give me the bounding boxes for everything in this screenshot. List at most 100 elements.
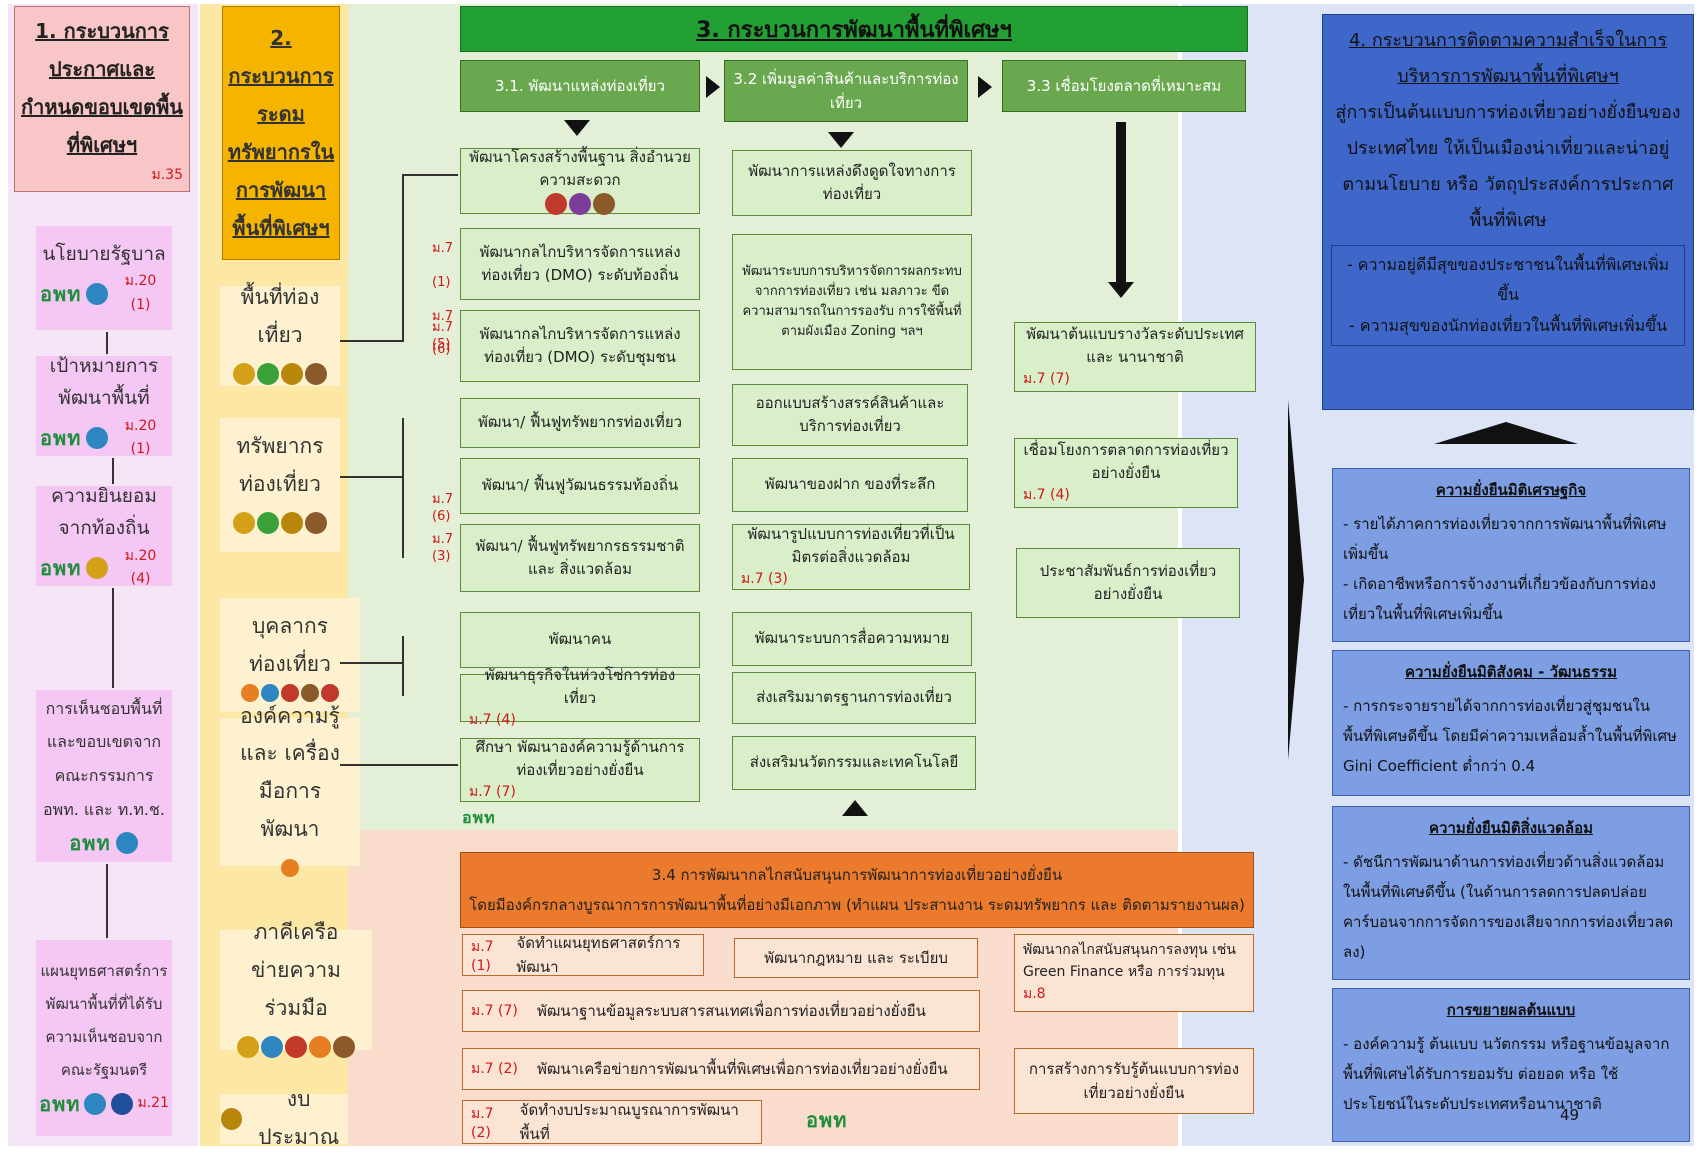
col4-outcome-2: - ความสุขของนักท่องเที่ยวในพื้นที่พิเศษเ…: [1348, 315, 1668, 335]
dev-item-restore-resource-label: พัฒนา/ ฟื้นฟูทรัพยากรท่องเที่ยว: [477, 413, 683, 432]
col1-item-strategy-label: แผนยุทธศาสตร์การพัฒนาพื้นที่ที่ได้รับควา…: [40, 962, 168, 1079]
dim-social: ความยั่งยืนมิติสังคม - วัฒนธรรม - การกระ…: [1332, 650, 1690, 796]
logo-icon: [285, 1035, 307, 1058]
connector: [402, 174, 458, 176]
arrow-right-icon: [978, 76, 992, 98]
logo-icon: [233, 511, 255, 534]
market-item-link-label: เชื่อมโยงการตลาดการท่องเที่ยวอย่างยั่งยื…: [1023, 440, 1229, 483]
connector: [340, 764, 458, 766]
support-item-investment-law: ม.8: [1023, 986, 1046, 1002]
dev-item-dmo-community: พัฒนากลไกบริหารจัดการแหล่งท่องเที่ยว (DM…: [460, 310, 700, 382]
logo-icon: [261, 683, 279, 702]
col2-title: 2. กระบวนการระดมทรัพยากรในการพัฒนาพื้นที…: [227, 26, 335, 240]
col1-item-goal-law: ม.20 (1): [124, 417, 157, 458]
own-logo: อพท: [40, 282, 82, 307]
col3-title-bar: 3. กระบวนการพัฒนาพื้นที่พิเศษฯ: [460, 6, 1248, 52]
dev-item-nature: พัฒนา/ ฟื้นฟูทรัพยากรธรรมชาติ และ สิ่งแว…: [460, 524, 700, 592]
support-item-awareness-label: การสร้างการรับรู้ต้นแบบการท่องเที่ยวอย่า…: [1028, 1060, 1240, 1102]
support-item-network-law: ม.7 (2): [471, 1061, 518, 1077]
own-logo: อพท: [806, 1108, 848, 1132]
support-item-budget-law: ม.7 (2): [471, 1106, 494, 1141]
col2-item-budget: งบประมาณ: [220, 1087, 348, 1149]
dev-item-dmo-local: พัฒนากลไกบริหารจัดการแหล่งท่องเที่ยว (DM…: [460, 228, 700, 300]
cabinet-seal-icon: [111, 1093, 134, 1115]
col2-item-area-label: พื้นที่ท่องเที่ยว: [240, 285, 320, 348]
own-logo: อพท: [40, 426, 82, 451]
support-item-database: ม.7 (7) พัฒนาฐานข้อมูลระบบสารสนเทศเพื่อก…: [462, 990, 980, 1032]
dim-environment: ความยั่งยืนมิติสิ่งแวดล้อม - ดัชนีการพัฒ…: [1332, 806, 1690, 980]
dev-item-infrastructure: พัฒนาโครงสร้างพื้นฐาน สิ่งอำนวยความสะดวก: [460, 148, 700, 216]
market-item-award-label: พัฒนาต้นแบบรางวัลระดับประเทศ และ นานาชาต…: [1026, 324, 1244, 367]
support-item-database-law: ม.7 (7): [471, 1003, 518, 1019]
value-item-interpretation-label: พัฒนาระบบการสื่อความหมาย: [754, 629, 950, 648]
logo-icon: [281, 362, 303, 385]
col3-title: 3. กระบวนการพัฒนาพื้นที่พิเศษฯ: [696, 17, 1012, 43]
dim-social-item-1: - การกระจายรายได้จากการท่องเที่ยวสู่ชุมช…: [1343, 697, 1677, 775]
col1-item-policy: นโยบายรัฐบาล อพทม.20 (1): [36, 226, 172, 330]
market-item-pr: ประชาสัมพันธ์การท่องเที่ยวอย่างยั่งยืน: [1016, 548, 1240, 618]
sub-header-3-3: 3.3 เชื่อมโยงตลาดที่เหมาะสม: [1002, 60, 1246, 112]
dev-item-business-label: พัฒนาธุรกิจในห่วงโซ่การท่องเที่ยว: [484, 665, 676, 708]
support-item-budget-label: จัดทำงบประมาณบูรณาการพัฒนาพื้นที่: [519, 1101, 739, 1143]
budget-partner-logos: อพท: [806, 1104, 847, 1136]
support-item-law-label: พัฒนากฎหมาย และ ระเบียบ: [764, 949, 948, 967]
logo-icon: [305, 511, 327, 534]
col1-connector: [112, 588, 114, 688]
logo-icon: [241, 683, 259, 702]
support-header: 3.4 การพัฒนากลไกสนับสนุนการพัฒนาการท่องเ…: [460, 852, 1254, 928]
logo-icon: [281, 511, 303, 534]
support-item-awareness: การสร้างการรับรู้ต้นแบบการท่องเที่ยวอย่า…: [1014, 1048, 1254, 1114]
support-item-network: ม.7 (2) พัฒนาเครือข่ายการพัฒนาพื้นที่พิเ…: [462, 1048, 980, 1090]
col2-item-resource: ทรัพยากรท่องเที่ยว: [220, 418, 340, 552]
logo-icon: [257, 511, 279, 534]
page-number: 49: [1560, 1106, 1580, 1124]
value-item-innovation: ส่งเสริมนวัตกรรมและเทคโนโลยี: [732, 736, 976, 790]
dim-expansion: การขยายผลต้นแบบ - องค์ความรู้ ต้นแบบ นวั…: [1332, 988, 1690, 1142]
support-item-database-label: พัฒนาฐานข้อมูลระบบสารสนเทศเพื่อการท่องเท…: [536, 1002, 926, 1020]
dev-item-people-label: พัฒนาคน: [548, 630, 612, 649]
own-logo: อพท: [69, 831, 111, 856]
arrow-down-icon: [828, 132, 854, 148]
value-item-souvenir: พัฒนาของฝาก ของที่ระลึก: [732, 458, 968, 512]
logo-icon: [593, 193, 615, 216]
col4-goal: สู่การเป็นต้นแบบการท่องเที่ยวอย่างยั่งยื…: [1335, 102, 1681, 231]
col2-item-area: พื้นที่ท่องเที่ยว: [220, 285, 340, 386]
logo-icon: [569, 193, 591, 216]
col1-item-strategy-law: ม.21: [137, 1095, 169, 1112]
dev-item-business-law: ม.7 (4): [469, 712, 516, 729]
dev-item-knowledge-law: ม.7 (7): [469, 784, 516, 801]
support-item-plan-law: ม.7 (1): [471, 939, 494, 974]
dim-economy: ความยั่งยืนมิติเศรษฐกิจ - รายได้ภาคการท่…: [1332, 468, 1690, 642]
connector: [340, 340, 402, 342]
support-subtitle: โดยมีองค์กรกลางบูรณาการการพัฒนาพื้นที่อย…: [469, 896, 1245, 914]
value-item-design: ออกแบบสร้างสรรค์สินค้าและบริการท่องเที่ย…: [732, 384, 968, 446]
col4-title: 4. กระบวนการติดตามความสำเร็จในการบริหารก…: [1348, 30, 1668, 87]
col1-item-policy-label: นโยบายรัฐบาล: [42, 243, 166, 266]
col1-connector: [106, 864, 108, 938]
support-item-network-label: พัฒนาเครือข่ายการพัฒนาพื้นที่พิเศษเพื่อก…: [536, 1060, 948, 1078]
dim-economy-title: ความยั่งยืนมิติเศรษฐกิจ: [1435, 481, 1587, 499]
support-item-budget: ม.7 (2) จัดทำงบประมาณบูรณาการพัฒนาพื้นที…: [462, 1100, 762, 1144]
arrow-up-icon: [1434, 422, 1578, 444]
org-icon: [86, 283, 109, 306]
market-item-award: พัฒนาต้นแบบรางวัลระดับประเทศ และ นานาชาต…: [1014, 322, 1256, 392]
knowledge-partner-logos: อพท: [462, 806, 496, 831]
dev-item-dmo-local-label: พัฒนากลไกบริหารจัดการแหล่งท่องเที่ยว (DM…: [479, 242, 681, 284]
dev-item-dmo-community-label: พัฒนากลไกบริหารจัดการแหล่งท่องเที่ยว (DM…: [479, 324, 681, 366]
sub-header-3-1: 3.1. พัฒนาแหล่งท่องเที่ยว: [460, 60, 700, 112]
col4-outcomes-box: - ความอยู่ดีมีสุขของประชาชนในพื้นที่พิเศ…: [1331, 245, 1685, 347]
dev-item-business: พัฒนาธุรกิจในห่วงโซ่การท่องเที่ยว ม.7 (4…: [460, 666, 700, 728]
dim-economy-item-2: - เกิดอาชีพหรือการจ้างงานที่เกี่ยวข้องกั…: [1343, 575, 1656, 623]
dev-law-nature: ม.7 (3): [432, 532, 453, 564]
support-item-law: พัฒนากฎหมาย และ ระเบียบ: [734, 938, 978, 978]
market-item-award-law: ม.7 (7): [1023, 371, 1070, 388]
logo-icon: [257, 362, 279, 385]
connector: [340, 662, 402, 664]
dev-item-restore-resource: พัฒนา/ ฟื้นฟูทรัพยากรท่องเที่ยว: [460, 398, 700, 448]
connector: [402, 636, 404, 696]
value-item-impact-label: พัฒนาระบบการบริหารจัดการผลกระทบจากการท่อ…: [742, 263, 962, 340]
big-arrow-right-icon: [1288, 400, 1304, 760]
arrow-right-icon: [706, 76, 720, 98]
col1-item-consent-law: ม.20 (4): [124, 547, 157, 588]
market-item-link: เชื่อมโยงการตลาดการท่องเที่ยวอย่างยั่งยื…: [1014, 438, 1238, 508]
